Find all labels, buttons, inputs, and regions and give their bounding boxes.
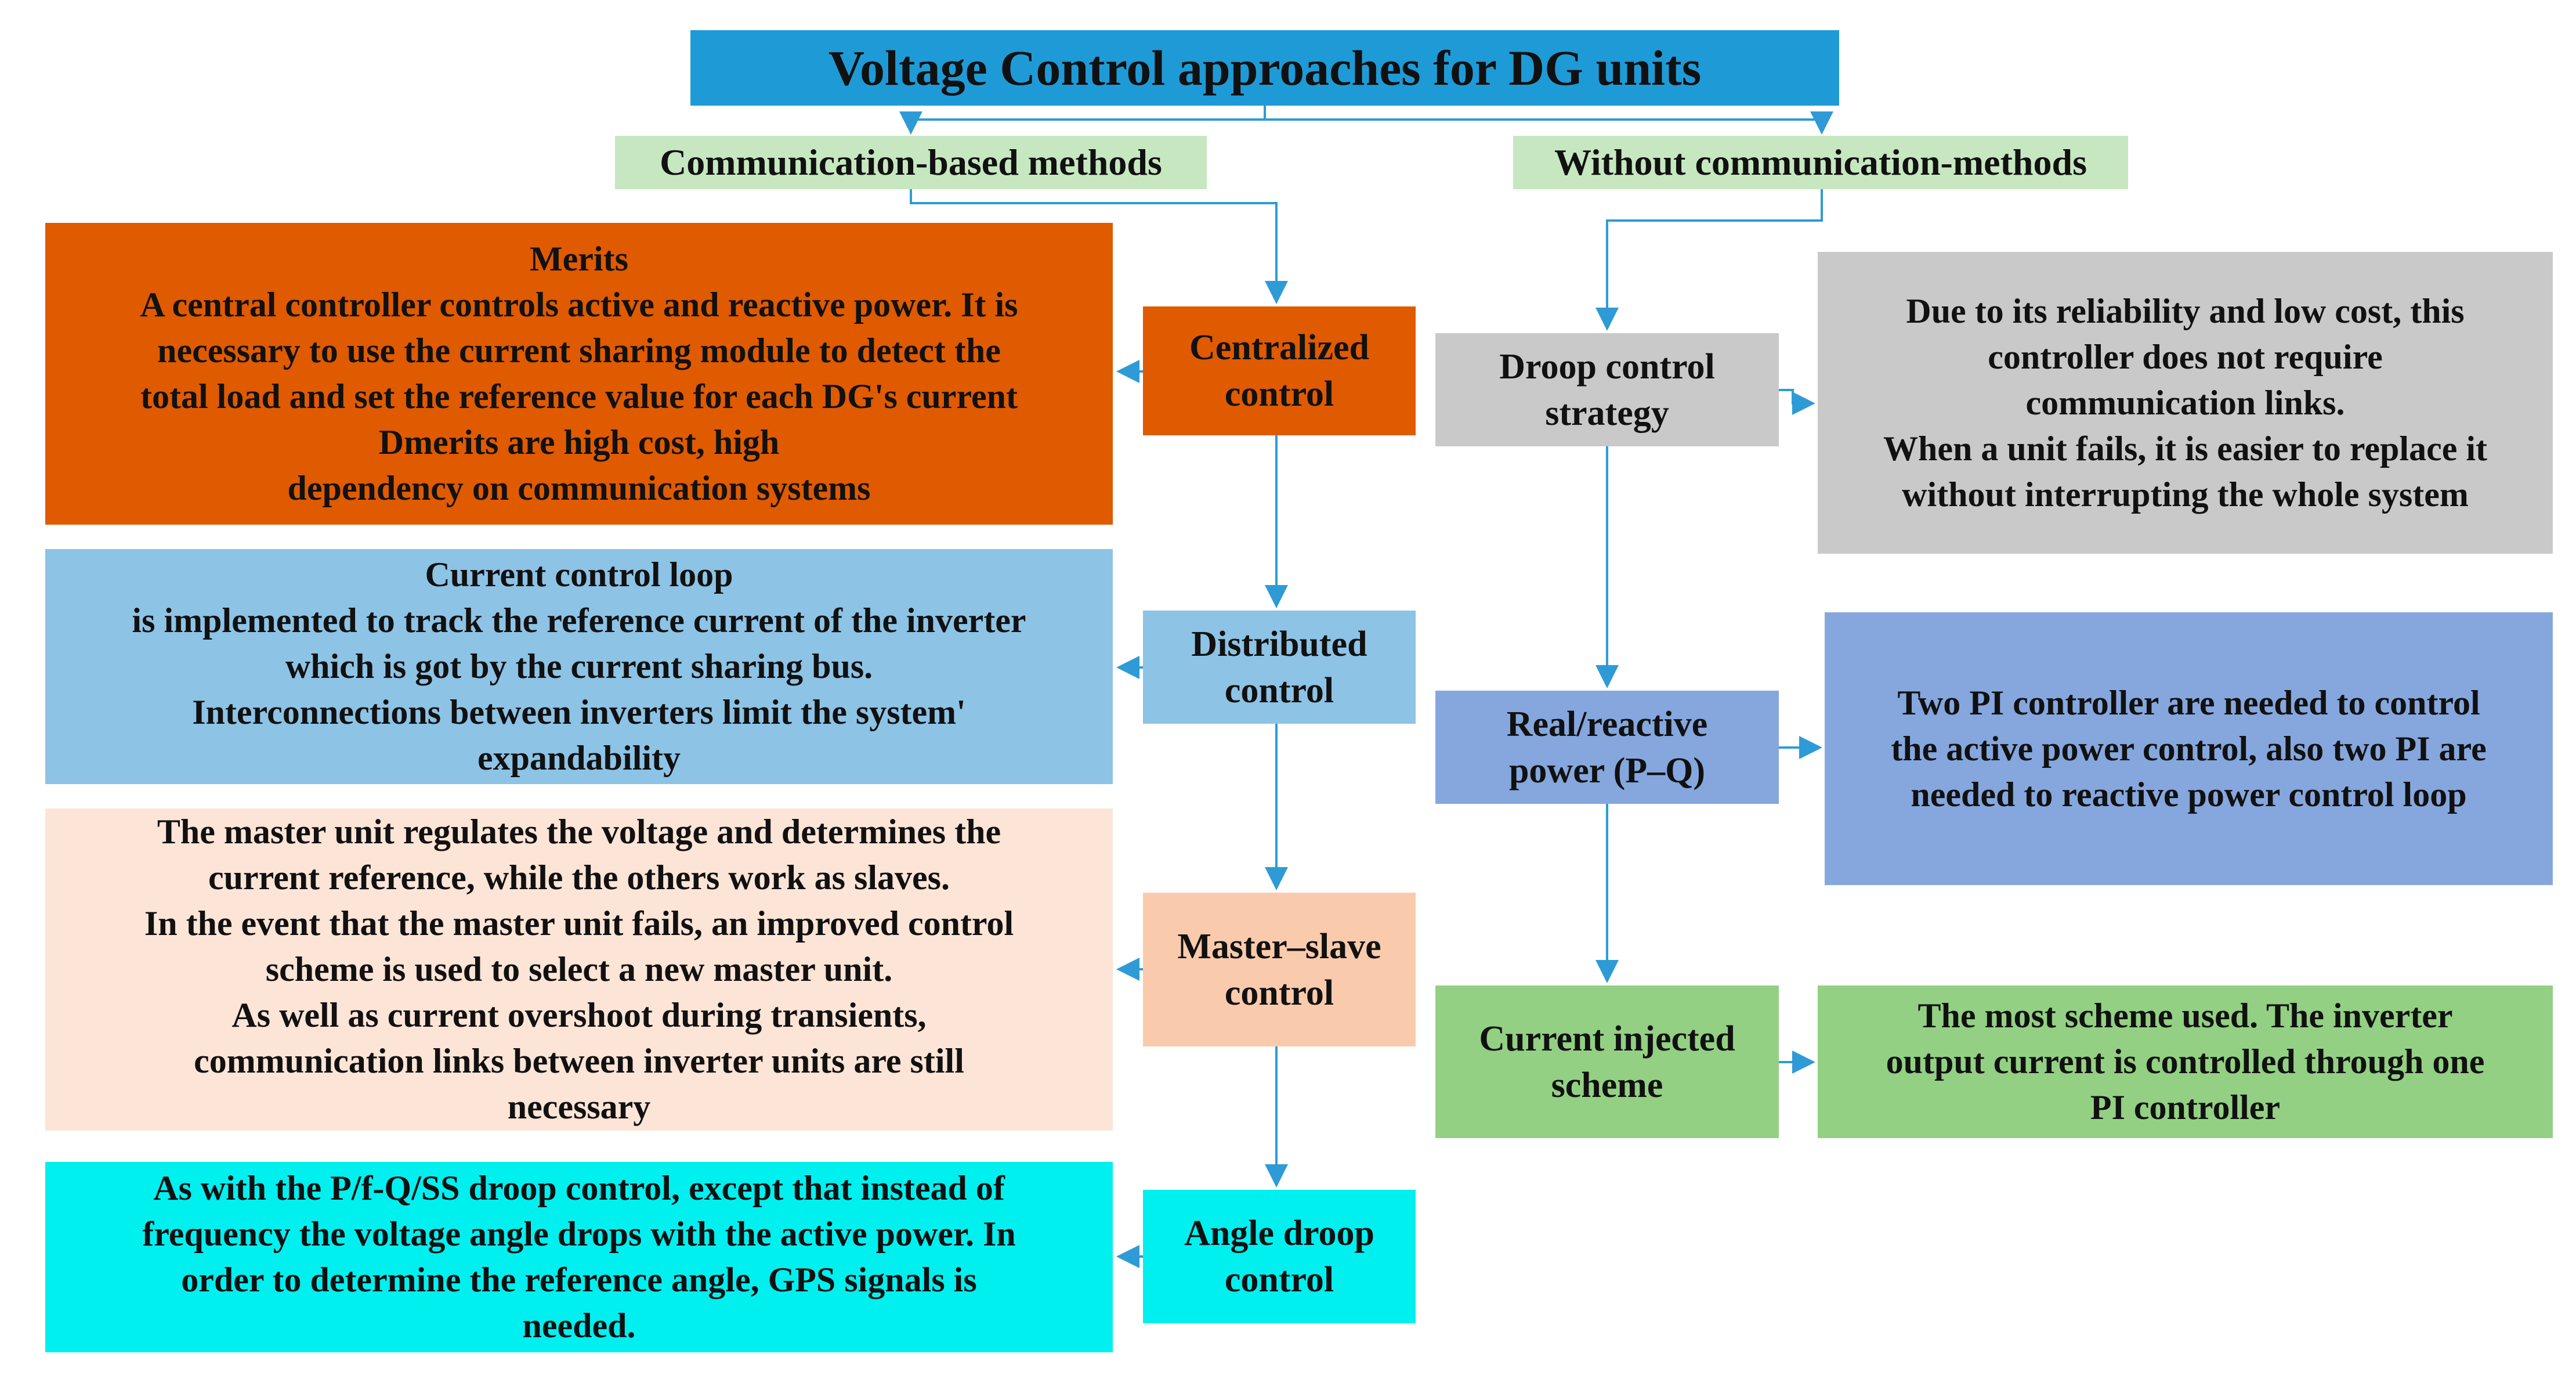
nocomm-droop-control-strategy-description-line: Due to its reliability and low cost, thi… bbox=[1906, 291, 2465, 330]
comm-centralized-control-description-line: Merits bbox=[530, 240, 628, 278]
nocomm-real-reactive-power-p-q-description-line: needed to reactive power control loop bbox=[1911, 775, 2467, 814]
comm-master-slave-control-description-line: communication links between inverter uni… bbox=[194, 1042, 964, 1080]
nocomm-droop-control-strategy-description-line: communication links. bbox=[2025, 383, 2345, 422]
comm-centralized-control-box-line: Centralized bbox=[1189, 328, 1369, 367]
nocomm-real-reactive-power-p-q-box-line: power (P–Q) bbox=[1508, 750, 1706, 790]
comm-centralized-control-description: Merits A central controller controls acti… bbox=[45, 223, 1113, 525]
comm-angle-droop-control-description-line: order to determine the reference angle, … bbox=[181, 1261, 977, 1299]
comm-centralized-control-description-line: dependency on communication systems bbox=[287, 469, 871, 507]
category-label: Without communication-methods bbox=[1554, 141, 2087, 183]
nocomm-droop-control-strategy-box: Droop control strategy bbox=[1435, 333, 1779, 446]
arrow-droop-desc bbox=[1779, 389, 1815, 415]
arrow-to-droop bbox=[1595, 189, 1823, 331]
comm-master-slave-control-description: The master unit regulates the voltage an… bbox=[45, 808, 1113, 1131]
comm-distributed-control-description-line: which is got by the current sharing bus. bbox=[285, 647, 873, 685]
comm-master-slave-control-description-line: As well as current overshoot during tran… bbox=[231, 996, 927, 1034]
comm-distributed-control-description-line: Interconnections between inverters limit… bbox=[192, 693, 966, 731]
comm-angle-droop-control-box-line: Angle droop bbox=[1184, 1214, 1374, 1253]
comm-distributed-control-box-line: control bbox=[1224, 670, 1334, 710]
nocomm-current-injected-scheme-description-line: output current is controlled through one bbox=[1886, 1042, 2485, 1081]
nocomm-current-injected-scheme-box-line: Current injected bbox=[1479, 1019, 1735, 1059]
nocomm-real-reactive-power-p-q-box-line: Real/reactive bbox=[1506, 704, 1708, 744]
comm-centralized-control-box: Centralized control bbox=[1143, 306, 1416, 435]
comm-distributed-control-description: Current control loop is implemented to tr… bbox=[45, 549, 1113, 784]
nocomm-droop-control-strategy-box-line: strategy bbox=[1545, 393, 1669, 433]
nocomm-droop-control-strategy-description-line: without interrupting the whole system bbox=[1902, 475, 2469, 514]
comm-distributed-control-box: Distributed control bbox=[1143, 611, 1416, 724]
comm-distributed-control-description-line: is implemented to track the reference cu… bbox=[132, 601, 1026, 640]
nocomm-current-injected-scheme-description-line: The most scheme used. The inverter bbox=[1917, 997, 2453, 1035]
nocomm-droop-control-strategy-box-line: Droop control bbox=[1499, 346, 1715, 387]
page-title-text: Voltage Control approaches for DG units bbox=[828, 39, 1702, 96]
nocomm-current-injected-scheme-description-line: PI controller bbox=[2090, 1088, 2281, 1127]
category-label: Communication-based methods bbox=[660, 141, 1162, 183]
arrow-to-centralized bbox=[910, 189, 1288, 304]
comm-angle-droop-control-box-line: control bbox=[1224, 1260, 1334, 1299]
comm-master-slave-control-box: Master–slave control bbox=[1143, 893, 1416, 1046]
comm-master-slave-control-description-line: The master unit regulates the voltage an… bbox=[157, 813, 1001, 851]
comm-angle-droop-control-description-line: needed. bbox=[522, 1306, 636, 1345]
nocomm-current-injected-scheme-box: Current injected scheme bbox=[1435, 985, 1779, 1138]
nocomm-real-reactive-power-p-q-description-line: Two PI controller are needed to control bbox=[1897, 683, 2480, 722]
category-communication-based: Communication-based methods bbox=[615, 136, 1207, 189]
comm-distributed-control-description-line: expandability bbox=[477, 739, 681, 777]
comm-centralized-control-description-line: Dmerits are high cost, high bbox=[378, 423, 780, 461]
comm-centralized-control-description-line: total load and set the reference value f… bbox=[140, 377, 1018, 416]
comm-master-slave-control-box-line: control bbox=[1224, 973, 1334, 1013]
nocomm-droop-control-strategy-description: Due to its reliability and low cost, thi… bbox=[1818, 252, 2553, 554]
nocomm-real-reactive-power-p-q-box: Real/reactive power (P–Q) bbox=[1435, 691, 1779, 804]
nocomm-droop-control-strategy-description-line: controller does not require bbox=[1988, 337, 2383, 376]
comm-angle-droop-control-description-line: frequency the voltage angle drops with t… bbox=[142, 1215, 1016, 1253]
nocomm-real-reactive-power-p-q-description: Two PI controller are needed to control t… bbox=[1825, 612, 2553, 885]
comm-centralized-control-description-line: A central controller controls active and… bbox=[140, 286, 1018, 324]
comm-centralized-control-description-line: necessary to use the current sharing mod… bbox=[157, 331, 1001, 370]
nocomm-current-injected-scheme-description: The most scheme used. The inverter output… bbox=[1818, 985, 2553, 1138]
page-title: Voltage Control approaches for DG units bbox=[690, 30, 1839, 106]
comm-master-slave-control-description-line: necessary bbox=[507, 1088, 651, 1126]
comm-master-slave-control-description-line: current reference, while the others work… bbox=[208, 858, 950, 897]
comm-distributed-control-box-line: Distributed bbox=[1191, 624, 1367, 664]
comm-distributed-control-description-line: Current control loop bbox=[425, 555, 733, 594]
comm-master-slave-control-box-line: Master–slave bbox=[1177, 926, 1381, 966]
nocomm-current-injected-scheme-box-line: scheme bbox=[1551, 1065, 1663, 1105]
comm-angle-droop-control-box: Angle droop control bbox=[1143, 1190, 1416, 1323]
category-without-communication: Without communication-methods bbox=[1513, 136, 2128, 189]
nocomm-real-reactive-power-p-q-description-line: the active power control, also two PI ar… bbox=[1891, 729, 2487, 768]
comm-angle-droop-control-description-line: As with the P/f-Q/SS droop control, exce… bbox=[153, 1169, 1005, 1207]
comm-angle-droop-control-description: As with the P/f-Q/SS droop control, exce… bbox=[45, 1162, 1113, 1352]
nocomm-droop-control-strategy-description-line: When a unit fails, it is easier to repla… bbox=[1883, 429, 2488, 468]
comm-master-slave-control-description-line: scheme is used to select a new master un… bbox=[265, 950, 893, 988]
comm-centralized-control-box-line: control bbox=[1224, 374, 1334, 414]
comm-master-slave-control-description-line: In the event that the master unit fails,… bbox=[144, 904, 1014, 943]
